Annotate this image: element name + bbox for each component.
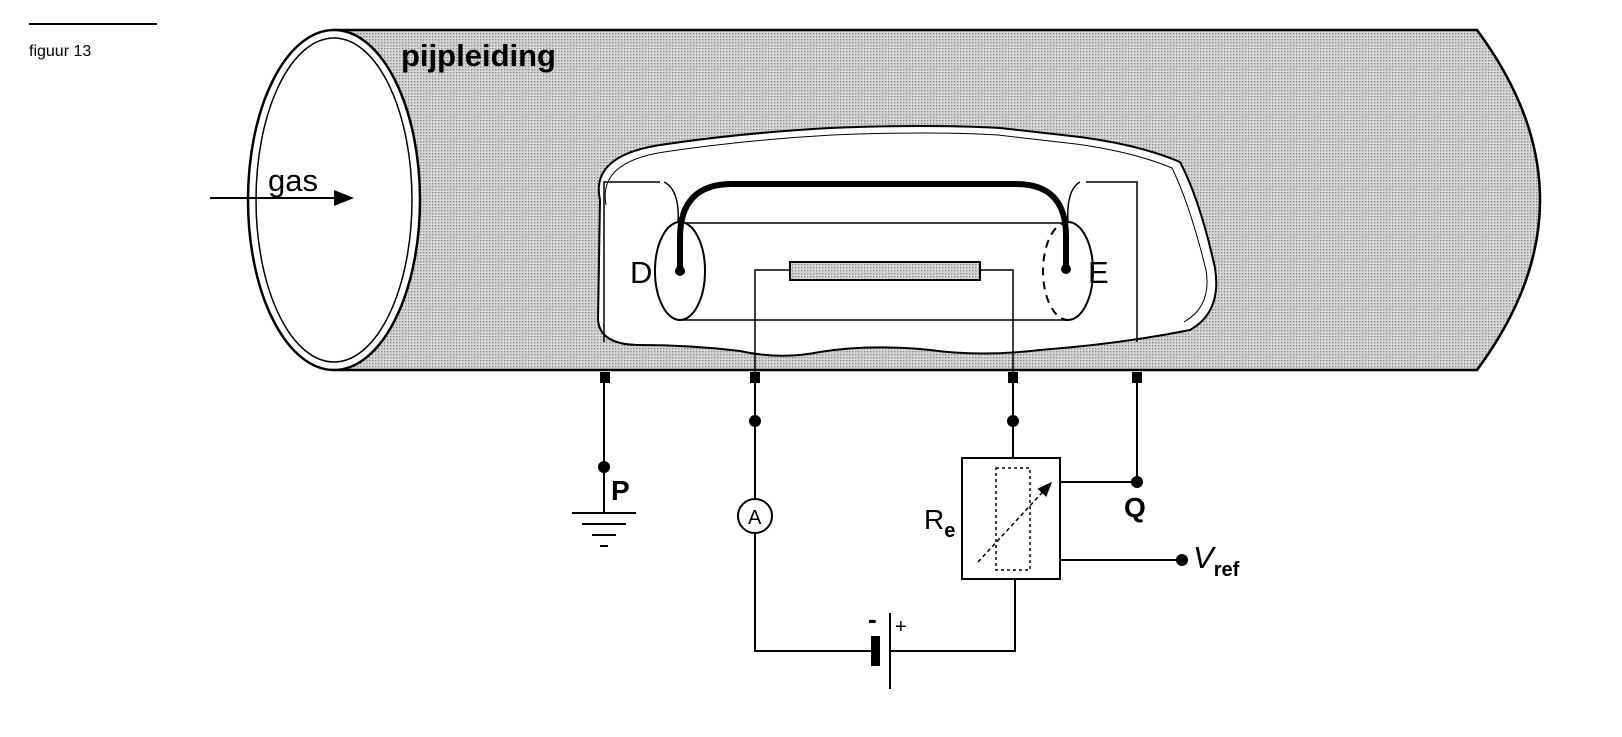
node-p <box>598 461 610 473</box>
cutaway-window-edge <box>604 132 1208 323</box>
terminal-p-label: P <box>611 475 630 506</box>
node-a <box>749 415 761 427</box>
terminal-q-block <box>1132 372 1142 383</box>
gas-label: gas <box>268 163 318 198</box>
node-d <box>675 266 685 276</box>
terminal-a-block <box>750 372 760 383</box>
node-vref <box>1176 554 1188 566</box>
terminal-r-block <box>1008 372 1018 383</box>
vref-label: Vref <box>1193 540 1240 581</box>
terminal-p-block <box>600 372 610 383</box>
resistor-box <box>961 457 1061 580</box>
pipe-opening-inner <box>255 37 413 363</box>
pipeline-label: pijpleiding <box>401 38 556 73</box>
pipe-opening-outer <box>246 28 422 372</box>
electrode-e-label: E <box>1088 255 1109 290</box>
battery-minus-label: - <box>868 604 877 634</box>
wire-de <box>677 181 1069 271</box>
terminal-q-label: Q <box>1124 492 1146 523</box>
caption-rule <box>29 23 157 25</box>
wire-battery-right <box>890 571 1016 652</box>
heater-lead-left <box>754 269 790 376</box>
battery-plus-label: + <box>895 616 907 638</box>
wire-a-bottom <box>754 533 872 652</box>
sensor-frame <box>603 181 1138 342</box>
node-q <box>1131 476 1143 488</box>
ground-icon <box>572 512 636 547</box>
figure-caption: figuur 13 <box>29 43 92 60</box>
terminals <box>600 372 1142 383</box>
electrode-d-label: D <box>630 255 652 290</box>
wire-q <box>1060 383 1138 483</box>
node-r <box>1007 415 1019 427</box>
electrode-e-back <box>1042 221 1069 321</box>
resistor-label: Re <box>924 504 955 542</box>
heater-element <box>789 261 981 281</box>
resistor-variable-arrow <box>977 481 1053 563</box>
heater-lead-right <box>980 269 1014 376</box>
electrode-e-front <box>1067 221 1094 321</box>
resistor-body <box>995 467 1031 571</box>
node-e <box>1061 264 1071 274</box>
ammeter-label: A <box>748 507 762 529</box>
